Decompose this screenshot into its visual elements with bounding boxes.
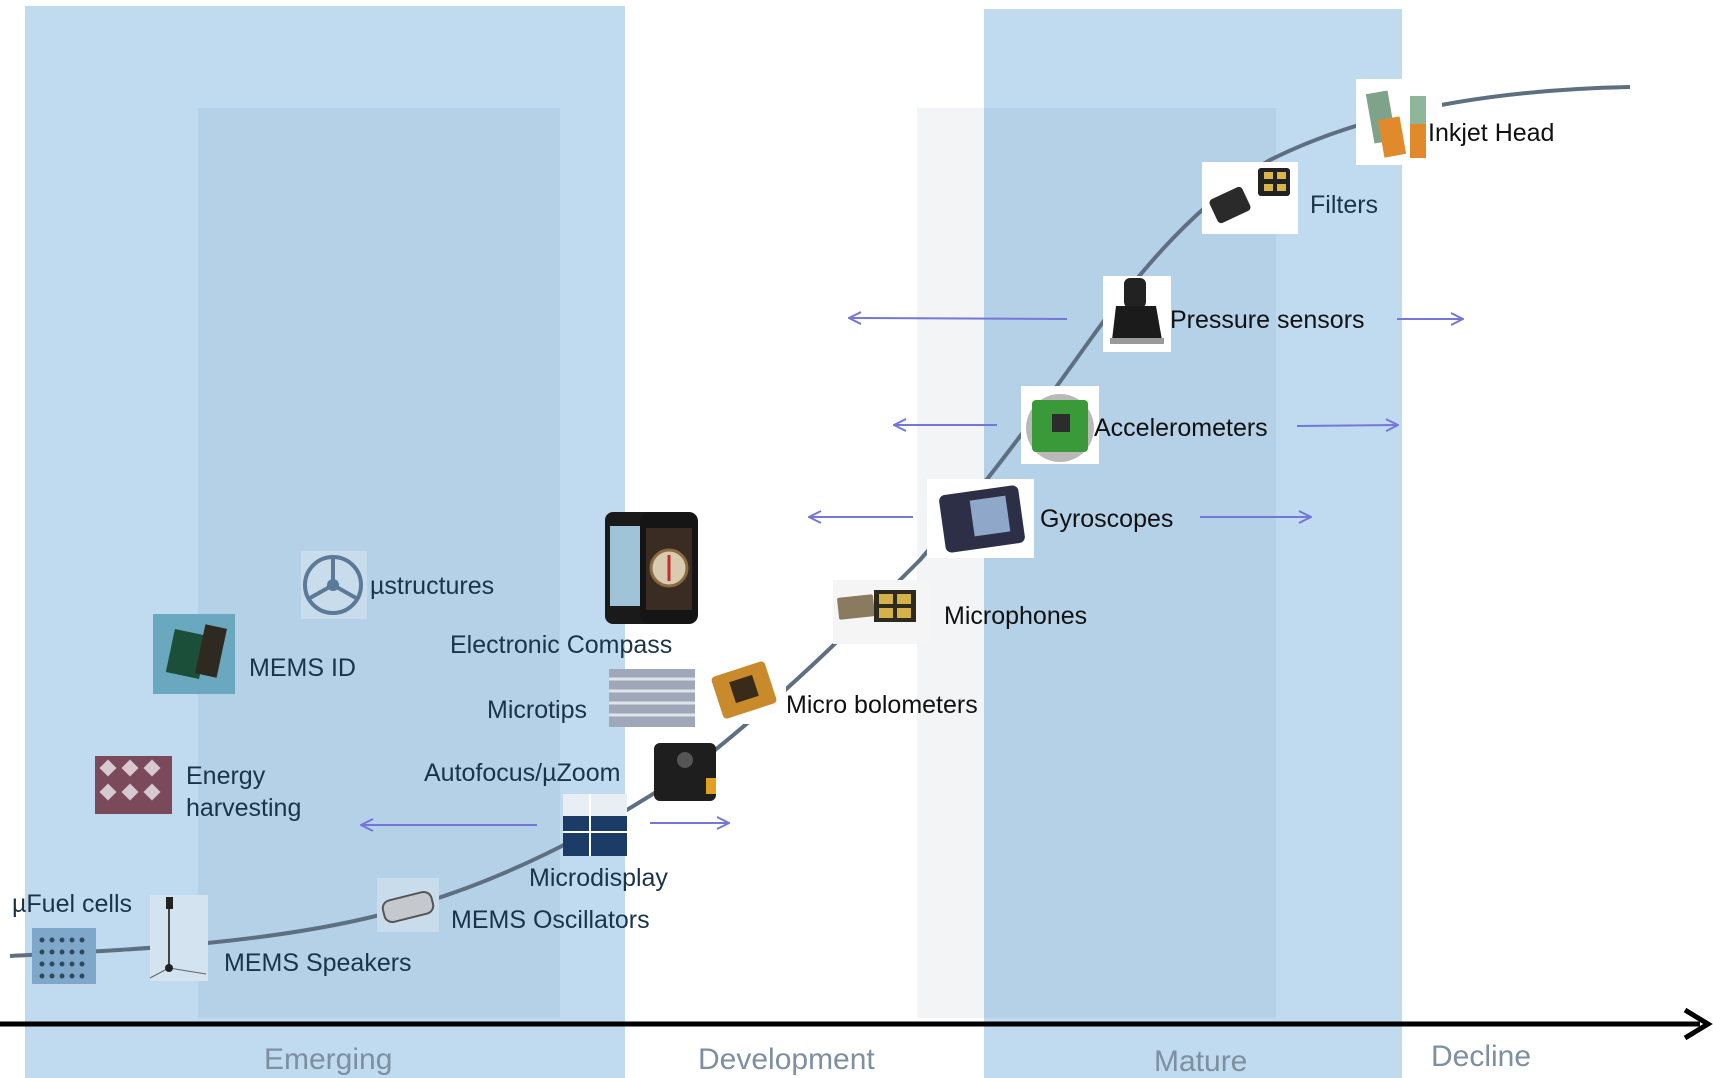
- autofocus-label: Autofocus/µZoom: [424, 759, 621, 787]
- phase-label-mature: Mature: [1154, 1045, 1248, 1078]
- accelerometers-right-arrow: [1296, 425, 1397, 426]
- electronic-compass-label: Electronic Compass: [450, 631, 673, 659]
- micro-bolometers-label: Micro bolometers: [786, 691, 978, 719]
- energy-harvesting-label-line1: Energy: [186, 762, 266, 790]
- gyroscope-image: [927, 479, 1034, 558]
- mems-oscillator-image: [377, 878, 439, 932]
- mems-oscillators-label: MEMS Oscillators: [451, 906, 650, 934]
- pressure-sensors-label: Pressure sensors: [1170, 306, 1365, 334]
- filters-label: Filters: [1310, 191, 1379, 219]
- phase-label-decline: Decline: [1431, 1040, 1532, 1073]
- microphones-label: Microphones: [944, 602, 1088, 630]
- pressure-left-arrow: [850, 318, 1068, 319]
- microtips-label: Microtips: [487, 696, 588, 724]
- microtips-image: [609, 669, 695, 727]
- accelerometer-image: [1021, 386, 1099, 464]
- phase-label-development: Development: [698, 1043, 875, 1076]
- energy-harvesting-image: [95, 756, 172, 814]
- microstructures-image: [301, 551, 367, 619]
- microdisplay-image: [563, 794, 627, 856]
- inkjet-head-label: Inkjet Head: [1428, 119, 1555, 147]
- timeline-arrowhead: [1683, 1007, 1713, 1041]
- energy-harvesting-label-line2: harvesting: [186, 794, 302, 822]
- micro-bolometer-image: [703, 658, 786, 724]
- pressure-sensor-image: [1103, 276, 1171, 352]
- fuel-cells-image: [32, 928, 96, 984]
- mature-phase-inner-band: [984, 108, 1276, 1018]
- adoption-s-curve: [9, 85, 1631, 958]
- gyroscopes-label: Gyroscopes: [1040, 505, 1174, 533]
- electronic-compass-image: [605, 512, 698, 624]
- mems-speakers-label: MEMS Speakers: [224, 949, 412, 977]
- microstructures-label: µstructures: [370, 572, 495, 600]
- microdisplay-label: Microdisplay: [529, 864, 668, 892]
- mems-id-label: MEMS ID: [249, 654, 356, 682]
- inkjet-head-image: [1356, 79, 1442, 165]
- emerging-phase-inner-band: [198, 108, 560, 1018]
- filters-image: [1202, 162, 1298, 234]
- mems-speaker-image: [149, 895, 208, 981]
- mems-id-image: [153, 614, 235, 694]
- autofocus-image: [654, 743, 716, 801]
- accelerometers-label: Accelerometers: [1094, 414, 1268, 442]
- phase-label-emerging: Emerging: [264, 1043, 393, 1076]
- fuel-cells-label: µFuel cells: [12, 890, 132, 918]
- microphones-image: [833, 580, 931, 644]
- development-phase-band: [917, 108, 987, 1018]
